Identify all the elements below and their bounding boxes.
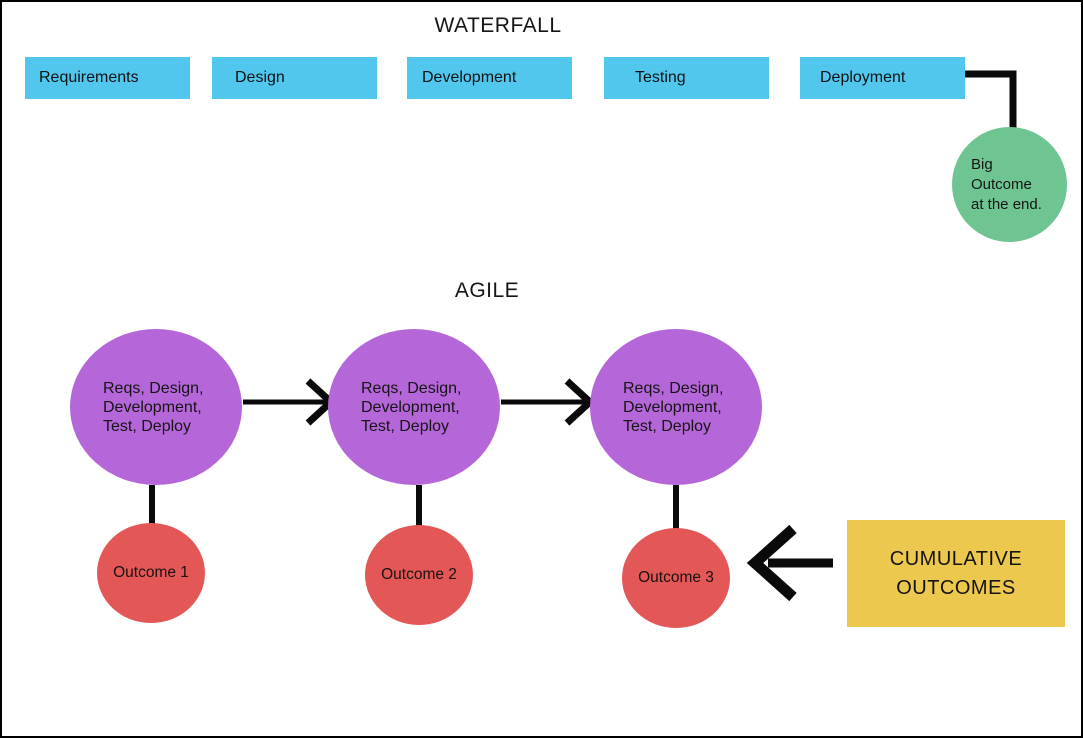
waterfall-big-outcome-label: Big Outcome at the end.	[971, 155, 1042, 213]
agile-outcome-circle-3: Outcome 3	[622, 528, 730, 628]
agile-outcome-circle-1: Outcome 1	[97, 523, 205, 623]
agile-sprint-circle-1: Reqs, Design, Development, Test, Deploy	[70, 329, 242, 485]
cumulative-left-arrowhead-icon	[746, 524, 797, 602]
waterfall-big-outcome-circle: Big Outcome at the end.	[952, 127, 1067, 242]
waterfall-section-title: WATERFALL	[434, 14, 562, 37]
cumulative-outcomes-box: CUMULATIVE OUTCOMES	[847, 520, 1065, 627]
waterfall-stage-requirements: Requirements	[25, 57, 190, 99]
waterfall-stage-deployment: Deployment	[800, 57, 965, 99]
agile-sprint-circle-3: Reqs, Design, Development, Test, Deploy	[590, 329, 762, 485]
cumulative-outcomes-label: CUMULATIVE OUTCOMES	[889, 547, 1023, 599]
deployment-to-outcome-elbow-connector	[963, 70, 1017, 128]
waterfall-stage-testing: Testing	[604, 57, 769, 99]
agile-sprint-label-1: Reqs, Design, Development, Test, Deploy	[103, 379, 204, 435]
sprint2-to-sprint3-arrowhead-icon	[564, 378, 596, 426]
agile-section-title: AGILE	[454, 279, 520, 302]
agile-sprint-label-2: Reqs, Design, Development, Test, Deploy	[361, 379, 462, 435]
waterfall-stage-development: Development	[407, 57, 572, 99]
agile-outcome-circle-2: Outcome 2	[365, 525, 473, 625]
agile-sprint-label-3: Reqs, Design, Development, Test, Deploy	[623, 379, 724, 435]
waterfall-stage-design: Design	[212, 57, 377, 99]
agile-sprint-circle-2: Reqs, Design, Development, Test, Deploy	[328, 329, 500, 485]
